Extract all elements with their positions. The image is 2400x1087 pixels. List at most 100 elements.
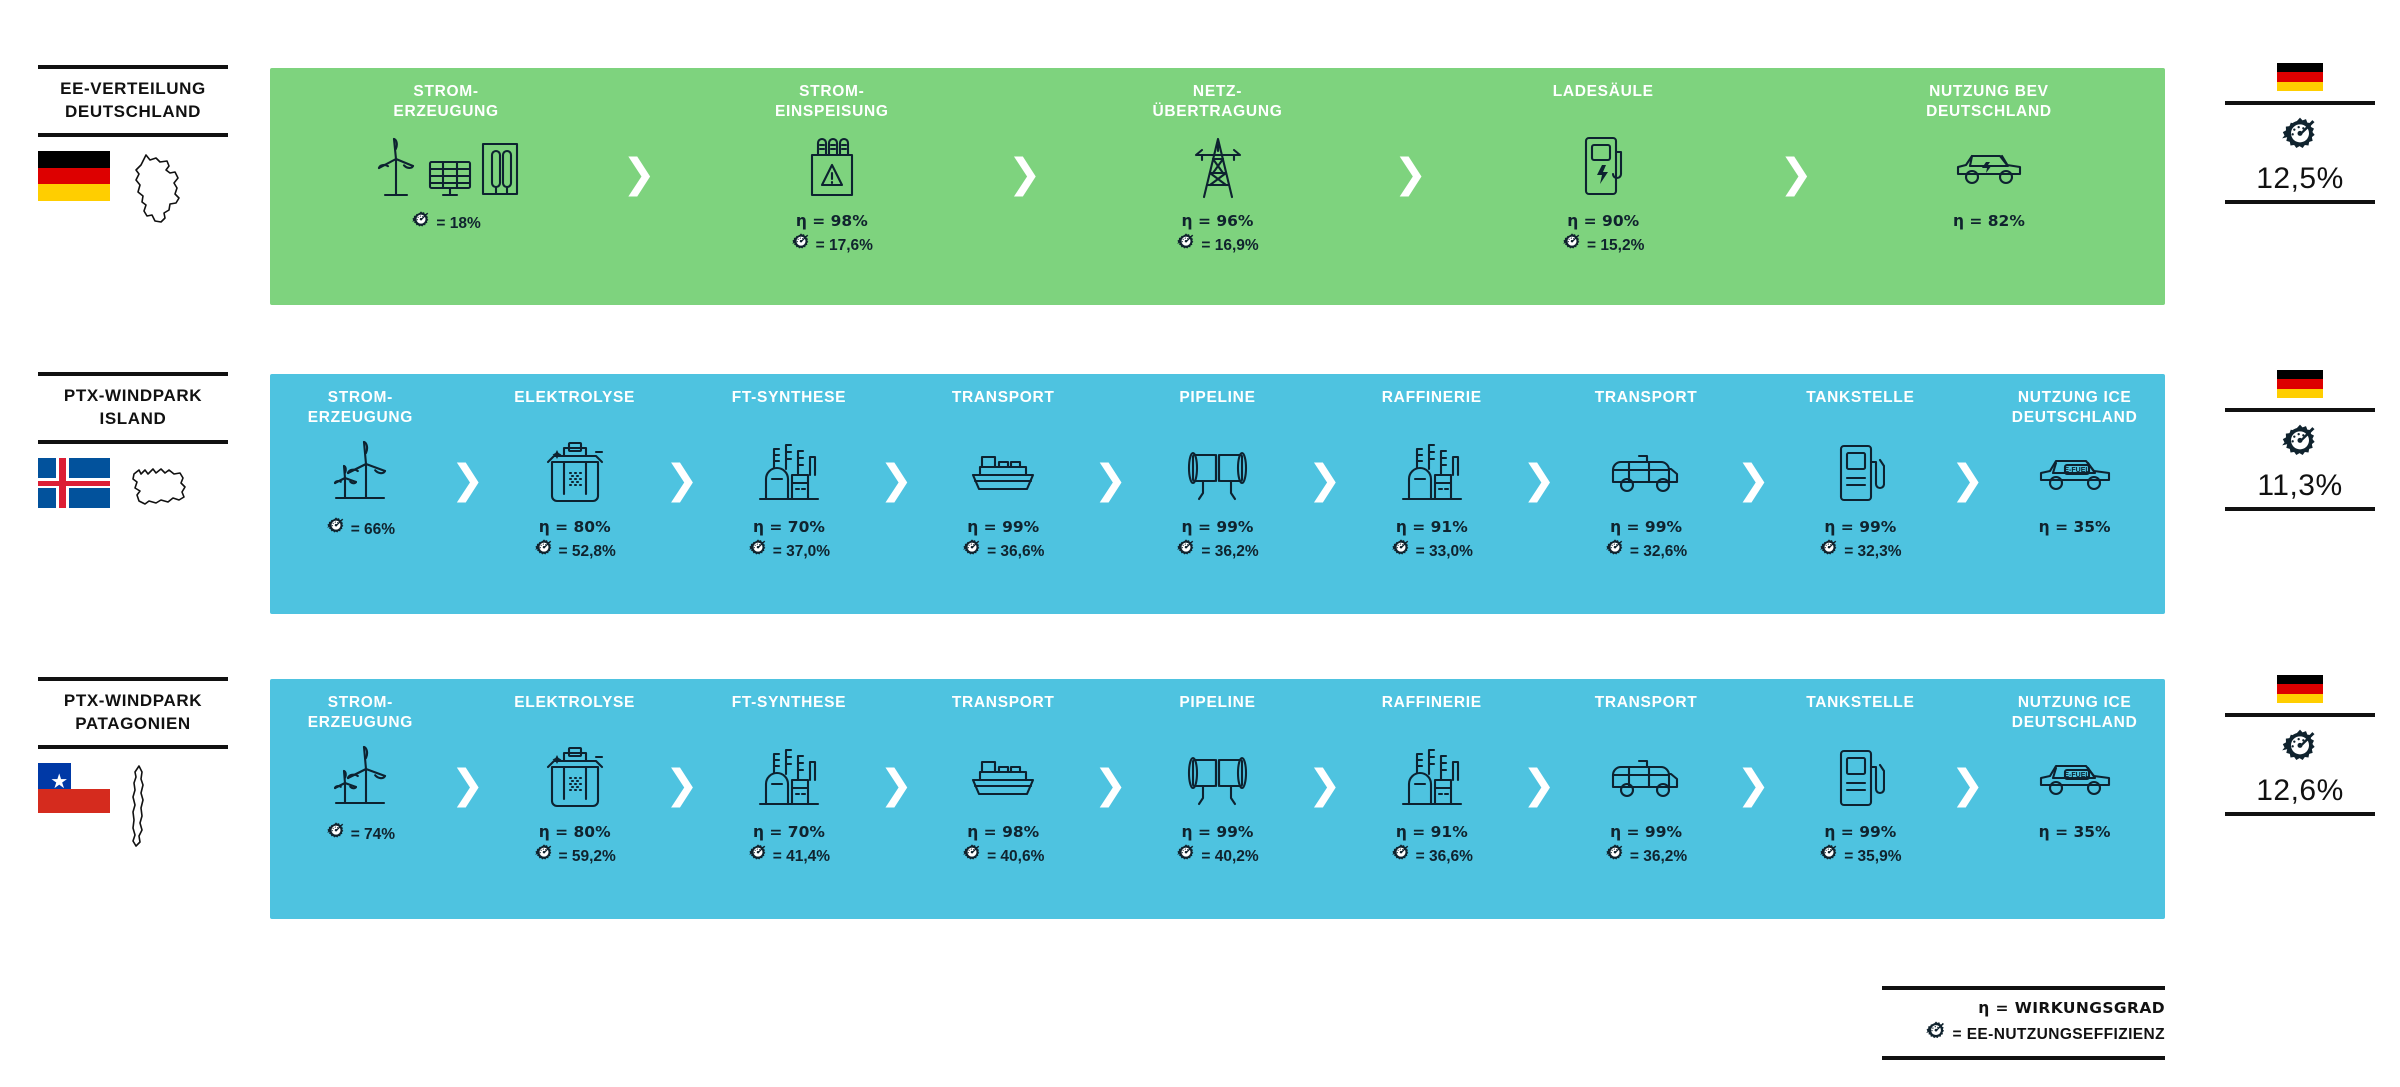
legend-rule-top — [1882, 986, 2165, 990]
result-rule-bottom — [2225, 200, 2375, 204]
ee-utilisation-value: = 36,2% — [1629, 847, 1688, 865]
row-identity-media — [38, 151, 238, 261]
ee-utilisation-value: = 74% — [350, 825, 396, 843]
stage-label: LADESÄULE — [1553, 82, 1654, 124]
stage-metrics: η = 96%= 16,9% — [1176, 210, 1259, 259]
caption-rule-top — [38, 372, 228, 376]
cargo-ship-icon — [968, 434, 1038, 510]
legend-eta-line: η = WIRKUNGSGRAD — [1978, 999, 2165, 1017]
caption-line-2: ISLAND — [99, 408, 167, 428]
flag-germany — [38, 151, 110, 201]
stage-label: TANKSTELLE — [1806, 693, 1914, 735]
efficiency-eta-value: η = 99% — [1824, 518, 1897, 536]
efuel-car-icon: E-FUEL — [2035, 434, 2115, 510]
stage-metrics: η = 99%= 40,2% — [1176, 821, 1259, 870]
chevron-right-icon: ❯ — [1736, 762, 1770, 808]
stage-label-line-2: DEUTSCHLAND — [2011, 713, 2138, 731]
stage-label: STROM-ERZEUGUNG — [308, 693, 413, 735]
efficiency-eta-value: η = 99% — [1181, 518, 1254, 536]
caption-line-1: PTX-WINDPARK — [63, 386, 203, 405]
stage-metrics: = 74% — [326, 821, 395, 848]
stage-label-line-2: RAFFINERIE — [1381, 694, 1482, 711]
gauge-icon — [534, 538, 554, 565]
ee-utilisation-row: = 37,0% — [748, 538, 830, 565]
stage-metrics: η = 99%= 36,6% — [962, 516, 1044, 565]
result-value: 11,3% — [2257, 469, 2343, 502]
stage-metrics: η = 91%= 33,0% — [1391, 516, 1473, 565]
ee-utilisation-value: = 36,2% — [1201, 542, 1259, 560]
stage-label-line-2: TANKSTELLE — [1806, 694, 1915, 711]
stage-label-line-2: ÜBERTRAGUNG — [1152, 102, 1283, 120]
stage-label-line-2: TRANSPORT — [951, 694, 1055, 711]
efuel-car-icon: E-FUEL — [2035, 739, 2115, 815]
stage-label-line-2: ELEKTROLYSE — [514, 694, 636, 711]
ee-utilisation-row: = 36,2% — [1605, 843, 1687, 870]
stage-pipeline: PIPELINE η = 99% = 36,2% — [1127, 374, 1308, 614]
result-body: 12,6% — [2225, 717, 2375, 812]
stage-label-line-2: FT-SYNTHESE — [731, 389, 847, 406]
stage-label: TRANSPORT — [952, 693, 1055, 735]
chevron-right-icon: ❯ — [450, 457, 485, 503]
stage-label-line-2: ELEKTROLYSE — [514, 389, 636, 406]
stage-label-line-2: PIPELINE — [1179, 389, 1256, 406]
ee-utilisation-row: = 66% — [326, 516, 395, 543]
stage-metrics: η = 70%= 41,4% — [748, 821, 830, 870]
stage-metrics: η = 82% — [1953, 210, 2025, 232]
stage-metrics: η = 91%= 36,6% — [1391, 821, 1473, 870]
ee-utilisation-value: = 18% — [436, 214, 481, 232]
caption-line-1: PTX-WINDPARK — [63, 691, 203, 710]
stage-metrics: η = 99%= 36,2% — [1605, 821, 1687, 870]
stage-wind-turbines: STROM-ERZEUGUNG = 74% — [270, 679, 451, 919]
stage-label-line-2: LADESÄULE — [1552, 83, 1654, 100]
legend-efficiency-line: = EE-NUTZUNGSEFFIZIENZ — [1882, 1020, 2165, 1049]
efficiency-eta-value: η = 80% — [538, 823, 611, 841]
stage-label: STROM-EINSPEISUNG — [775, 82, 889, 124]
chevron-right-icon: ❯ — [1522, 762, 1556, 808]
fuel-pump-icon — [1835, 739, 1886, 815]
row-identity-media — [38, 458, 238, 568]
gauge-icon — [1605, 538, 1625, 565]
gauge-icon — [1391, 843, 1411, 870]
efficiency-eta-value: η = 70% — [752, 518, 825, 536]
efficiency-eta-value: η = 35% — [2038, 518, 2111, 536]
ee-utilisation-value: = 59,2% — [558, 847, 616, 865]
gauge-icon — [1925, 1020, 1947, 1049]
cargo-ship-icon — [968, 739, 1038, 815]
pylon-icon — [1188, 128, 1248, 204]
chevron-right-icon: ❯ — [879, 762, 913, 808]
wind-solar-hydro-icon — [372, 128, 520, 204]
stage-label: NETZ-ÜBERTRAGUNG — [1153, 82, 1283, 124]
ee-utilisation-row: = 40,2% — [1176, 843, 1259, 870]
ee-utilisation-row: = 18% — [411, 210, 481, 237]
chevron-right-icon: ❯ — [450, 762, 485, 808]
stage-refinery: RAFFINERIE η = 91%= 33,0% — [1341, 374, 1522, 614]
ee-utilisation-value: = 33,0% — [1415, 542, 1473, 560]
ee-utilisation-row: = 32,6% — [1605, 538, 1687, 565]
efficiency-eta-value: η = 82% — [1952, 212, 2025, 230]
stage-label-line-2: RAFFINERIE — [1381, 389, 1482, 406]
stage-list: STROM-ERZEUGUNG = 74% ❯ ELEKTROLYSE η = 80% =… — [270, 679, 2165, 919]
map-outline-germany — [124, 151, 184, 238]
stage-metrics: η = 70% = 37,0% — [748, 516, 830, 565]
result-rule-top — [2225, 713, 2375, 717]
ee-utilisation-value: = 41,4% — [772, 847, 831, 865]
tank-truck-icon — [1609, 434, 1683, 510]
gauge-icon — [1819, 843, 1839, 870]
result-value: 12,6% — [2256, 774, 2344, 807]
stage-label-line-2: DEUTSCHLAND — [1926, 102, 2052, 120]
stage-label-line-2: EINSPEISUNG — [774, 102, 889, 120]
ee-utilisation-value: = 52,8% — [558, 542, 616, 560]
ee-utilisation-value: = 36,6% — [1415, 847, 1473, 865]
chemical-plant-icon — [756, 739, 822, 815]
